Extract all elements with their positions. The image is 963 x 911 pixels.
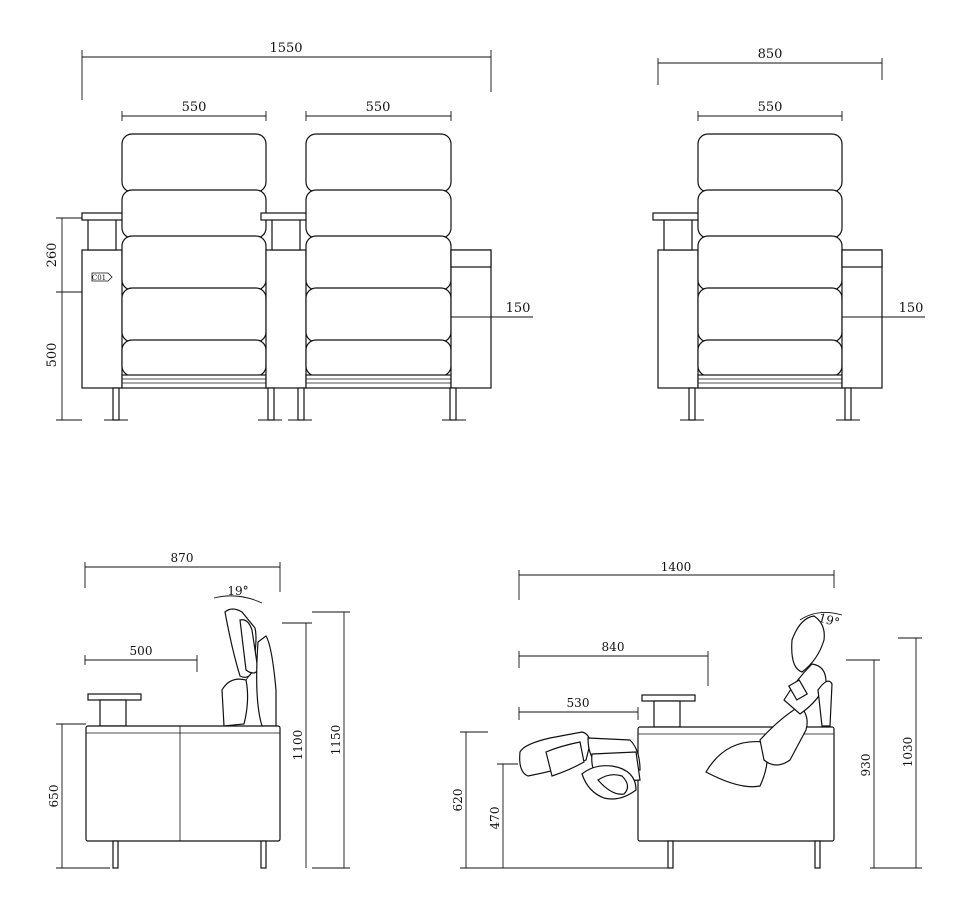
dimension-height-930: 930 (846, 659, 880, 868)
armrest-height-label: 260 (45, 243, 60, 268)
control-panel-icon: C01 (91, 272, 113, 282)
reclined-arm-label: 620 (451, 789, 465, 812)
seat-height-label: 500 (45, 343, 60, 368)
dimension-depth-530: 530 (518, 696, 639, 720)
reclined-back-label: 930 (859, 754, 873, 777)
back-angle-label: 19° (227, 584, 248, 598)
reclined-angle-label: 19° (817, 611, 841, 630)
dimension-single-width: 850 (657, 47, 883, 85)
armrest-width-label: 150 (506, 301, 531, 316)
legrest-height-label: 470 (488, 807, 502, 830)
width-total-label: 1550 (269, 41, 302, 56)
arm-height-label: 650 (47, 785, 61, 808)
legrest-depth-label: 530 (567, 696, 590, 710)
dimension-seat-right: 550 (305, 100, 452, 121)
side-view-reclined: 1400 840 530 19° 1030 930 (451, 560, 922, 869)
dimension-height-1030: 1030 (870, 637, 922, 869)
dimension-reclined-angle: 19° (799, 611, 843, 630)
dimension-seat-height: 500 (45, 292, 82, 421)
dimension-depth-1400: 1400 (518, 560, 835, 600)
dimension-width-total: 1550 (81, 41, 492, 100)
control-label: C01 (92, 274, 106, 282)
reclined-legrest (519, 731, 641, 800)
dimension-height-470: 470 (488, 763, 518, 868)
dimension-armrest-height: 260 (45, 217, 82, 293)
dimension-height-1150: 1150 (312, 611, 350, 869)
dimension-height-620: 620 (451, 731, 672, 869)
dimension-seat-left: 550 (121, 100, 267, 121)
legs-single (680, 387, 860, 421)
dimension-single-seat: 550 (697, 100, 843, 121)
legs-double (104, 387, 466, 421)
back-height-label: 1100 (291, 730, 305, 761)
dimension-tray-500: 500 (84, 644, 198, 672)
seat-right (305, 133, 452, 389)
dimension-height-1100: 1100 (282, 622, 312, 868)
tray-depth-label: 500 (130, 644, 153, 658)
dimension-height-650: 650 (47, 723, 110, 869)
single-armrest-label: 150 (899, 301, 924, 316)
reclined-cushions (705, 615, 833, 788)
dimension-armrest-width: 150 (451, 301, 533, 318)
dimension-single-armrest: 150 (842, 301, 925, 318)
single-width-label: 850 (758, 47, 783, 62)
dimension-depth-840: 840 (518, 640, 709, 686)
backrest-upright (221, 608, 277, 727)
seat-single (697, 133, 843, 389)
front-view-double: 1550 550 550 260 500 (45, 41, 533, 421)
seat-depth-label: 840 (602, 640, 625, 654)
depth-total-label: 870 (171, 551, 194, 565)
seat-width-left-label: 550 (182, 100, 207, 115)
side-view-upright: 870 500 19° 1150 1100 650 (47, 551, 350, 869)
reclined-depth-label: 1400 (661, 560, 692, 574)
overall-height-label: 1150 (329, 725, 343, 756)
single-seat-label: 550 (758, 100, 783, 115)
seat-left (121, 133, 267, 389)
dimension-back-angle: 19° (213, 584, 263, 604)
reclined-overall-label: 1030 (901, 737, 915, 768)
front-view-single: 850 550 150 (652, 47, 925, 421)
dimension-depth-870: 870 (84, 551, 281, 592)
seat-width-right-label: 550 (366, 100, 391, 115)
